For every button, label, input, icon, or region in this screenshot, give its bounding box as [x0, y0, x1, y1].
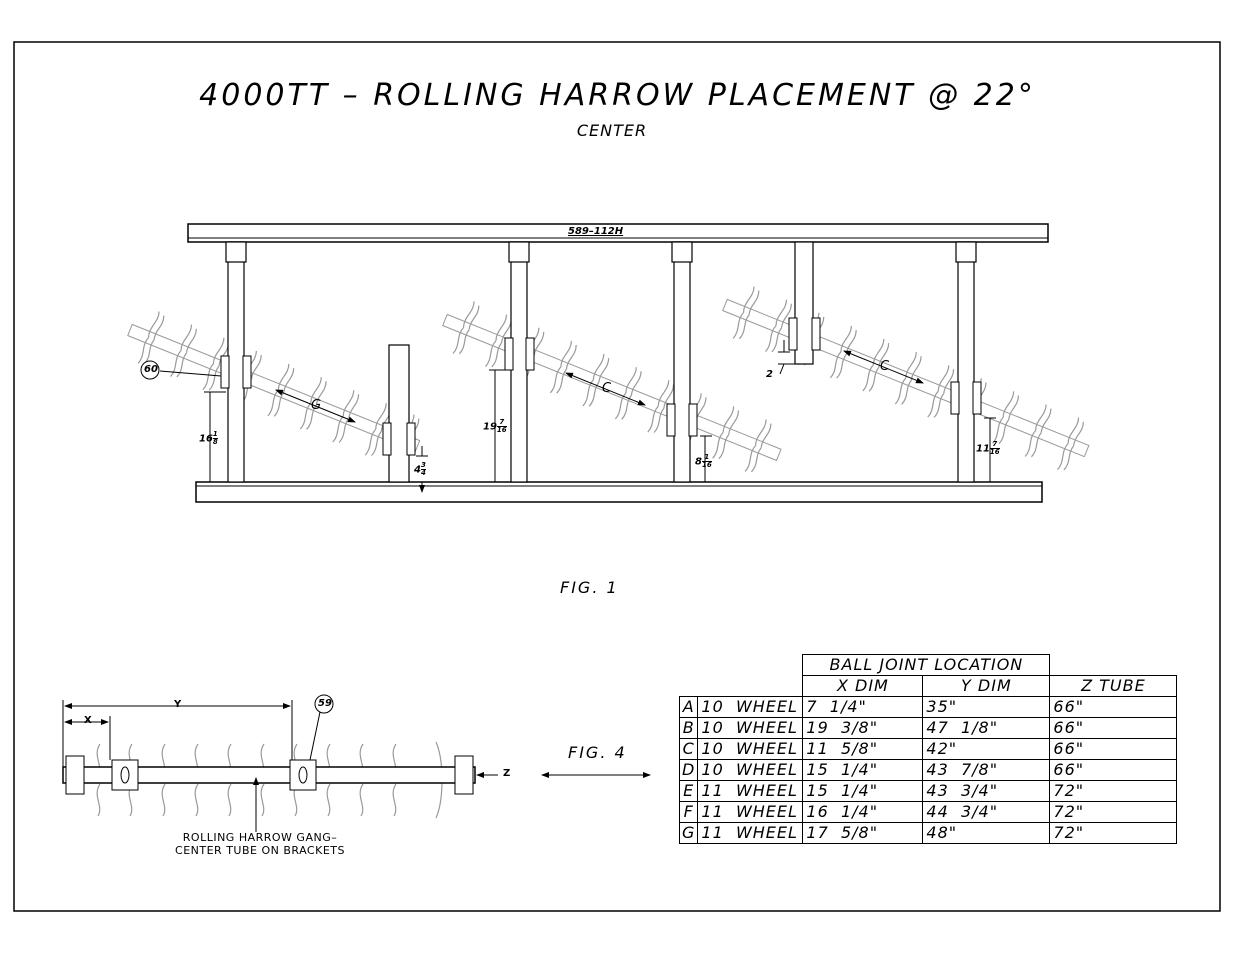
table-row: G 11 WHEEL 17 5/8" 48" 72" [678, 822, 1178, 844]
table-row: D 10 WHEEL 15 1/4" 43 7/8" 66" [678, 759, 1178, 781]
ball-joint-table: BALL JOINT LOCATION X DIM Y DIM Z TUBE A… [678, 654, 1178, 844]
fig1-label: FIG. 1 [560, 578, 619, 597]
spacing-g-label: G [311, 398, 322, 413]
beam-part-label: 589–112H [568, 226, 624, 237]
callout-60: 60 [144, 364, 158, 375]
spacing-c-label-2: C [880, 359, 890, 374]
drawing-subtitle: CENTER [576, 121, 648, 140]
col-x-header: X DIM [802, 675, 924, 697]
spacing-c-label-1: C [602, 381, 612, 396]
table-row: E 11 WHEEL 15 1/4" 43 3/4" 72" [678, 780, 1178, 802]
dim-y-label: Y [174, 699, 182, 710]
callout-59: 59 [318, 698, 332, 709]
table-row: A 10 WHEEL 7 1/4" 35" 66" [678, 696, 1178, 718]
col-z-header: Z TUBE [1049, 675, 1178, 697]
table-group-header-row: BALL JOINT LOCATION [680, 654, 1177, 676]
table-header-row: X DIM Y DIM Z TUBE [680, 675, 1178, 697]
center-tube [62, 766, 476, 784]
fig1-dimensions [159, 340, 996, 493]
frame [187, 223, 1049, 503]
dim-2: 2 [766, 369, 773, 380]
drawing-title: 4000TT – ROLLING HARROW PLACEMENT @ 22° [199, 78, 1036, 113]
gang-caption: ROLLING HARROW GANG– CENTER TUBE ON BRAC… [175, 831, 345, 857]
fig4-gang [62, 741, 476, 819]
bottom-beam [195, 481, 1043, 503]
table-row: F 11 WHEEL 16 1/4" 44 3/4" 72" [678, 801, 1178, 823]
harrow-gangs [127, 285, 1090, 475]
dim-x-label: X [84, 715, 92, 726]
dim-z-label: Z [503, 768, 511, 779]
col-y-header: Y DIM [922, 675, 1051, 697]
sheet-border [13, 41, 1221, 912]
callout-60-circle [140, 360, 160, 380]
callout-59-circle [314, 694, 334, 714]
fig4-dimensions [62, 700, 651, 832]
fig4-label: FIG. 4 [568, 743, 627, 762]
table-row: B 10 WHEEL 19 3/8" 47 1/8" 66" [678, 717, 1178, 739]
table-row: C 10 WHEEL 11 5/8" 42" 66" [678, 738, 1178, 760]
group-header: BALL JOINT LOCATION [802, 654, 1051, 676]
